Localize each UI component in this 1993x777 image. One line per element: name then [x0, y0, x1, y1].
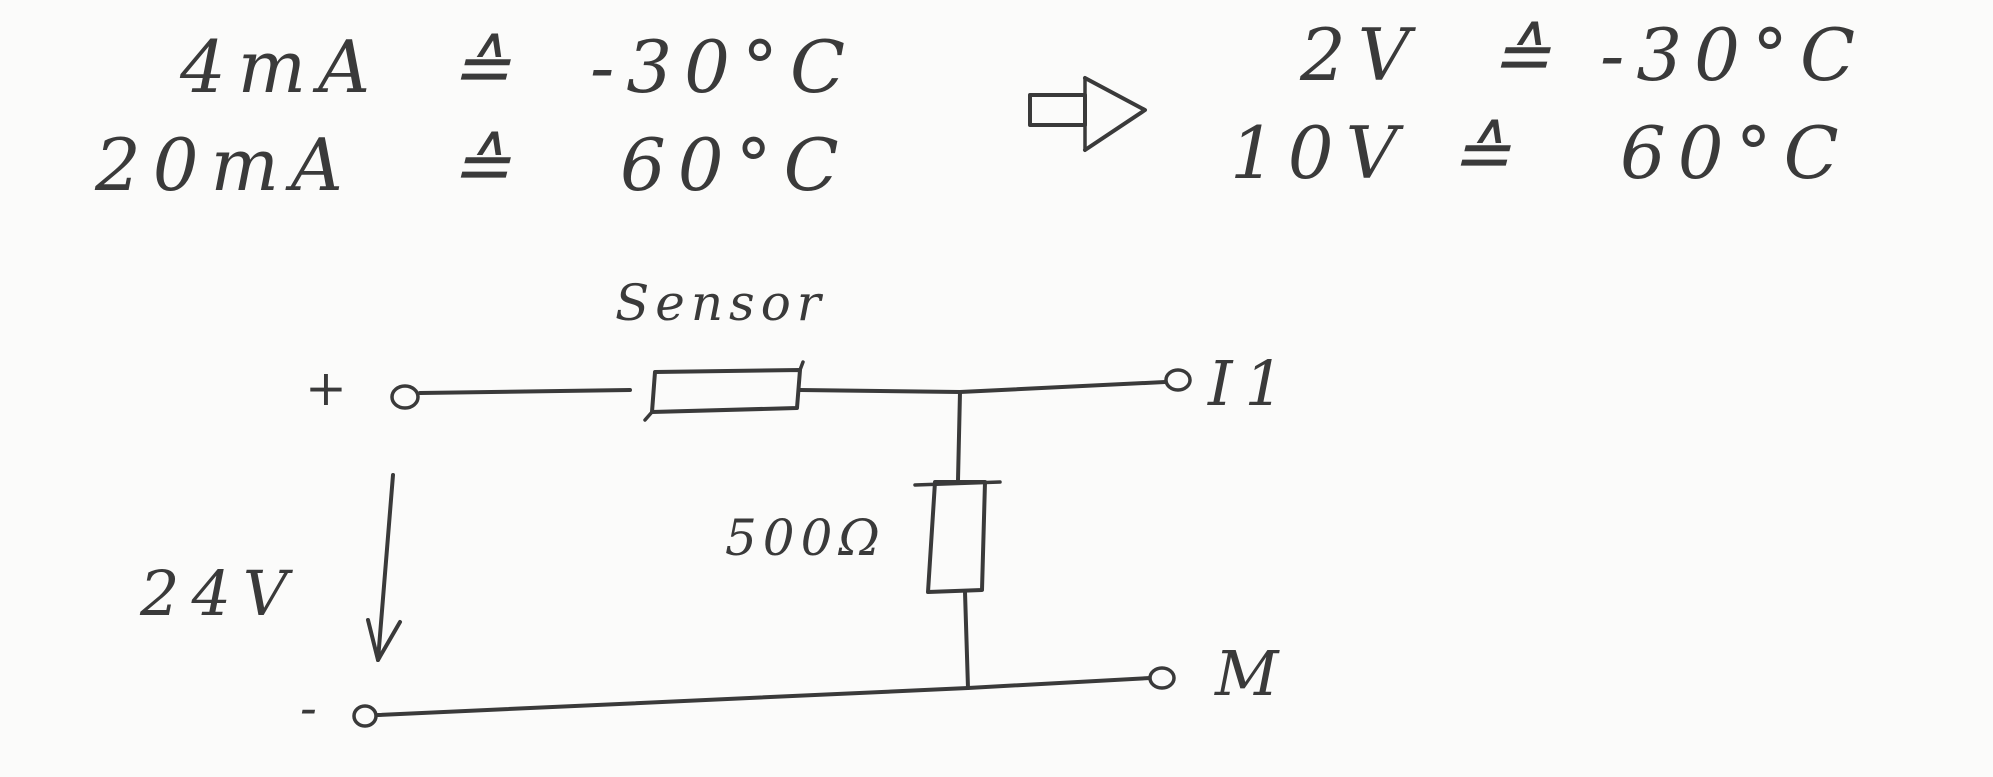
wire-branch-top — [956, 390, 962, 482]
mapping-temp-3: -30°C — [1600, 13, 1867, 97]
voltage-mapping: 2V ≙ -30°C 10V ≙ 60°C — [1230, 13, 1867, 195]
output-m-label: M — [1214, 637, 1290, 710]
terminal-plus — [390, 384, 420, 410]
sensor-resistor-icon — [650, 368, 802, 414]
mapping-current-1: 4mA — [179, 25, 382, 109]
resistor-label: 500Ω — [725, 509, 886, 567]
mapping-symbol-4: ≙ — [1450, 111, 1522, 195]
mapping-current-2: 20mA — [94, 123, 355, 207]
mapping-temp-2: 60°C — [620, 123, 851, 207]
mapping-temp-1: -30°C — [590, 25, 857, 109]
circuit: Sensor + - 24V 500Ω I1 M — [139, 274, 1296, 737]
wire-top-right — [958, 380, 1167, 394]
mapping-temp-4: 60°C — [1620, 111, 1851, 195]
mapping-voltage-1: 2V — [1299, 13, 1422, 97]
current-mapping: 4mA ≙ -30°C 20mA ≙ 60°C — [94, 25, 857, 207]
shunt-resistor-icon — [926, 480, 987, 594]
supply-arrow-icon — [376, 473, 395, 662]
terminal-minus — [352, 704, 378, 728]
wire-top-mid — [798, 388, 962, 394]
implies-arrow-icon — [1028, 76, 1147, 152]
mapping-symbol-1: ≙ — [450, 25, 522, 109]
wire-branch-bottom — [963, 590, 970, 690]
plus-label: + — [305, 359, 353, 417]
sensor-label: Sensor — [615, 274, 827, 332]
supply-voltage-label: 24V — [139, 557, 300, 630]
mapping-symbol-2: ≙ — [450, 123, 522, 207]
wire-bottom — [376, 676, 1152, 717]
wire-top-left — [418, 388, 632, 395]
terminal-m — [1148, 666, 1176, 690]
mapping-voltage-2: 10V — [1230, 111, 1410, 195]
minus-label: - — [300, 679, 323, 737]
output-i1-label: I1 — [1207, 347, 1296, 420]
terminal-i1 — [1164, 368, 1192, 392]
mapping-symbol-3: ≙ — [1490, 13, 1562, 97]
